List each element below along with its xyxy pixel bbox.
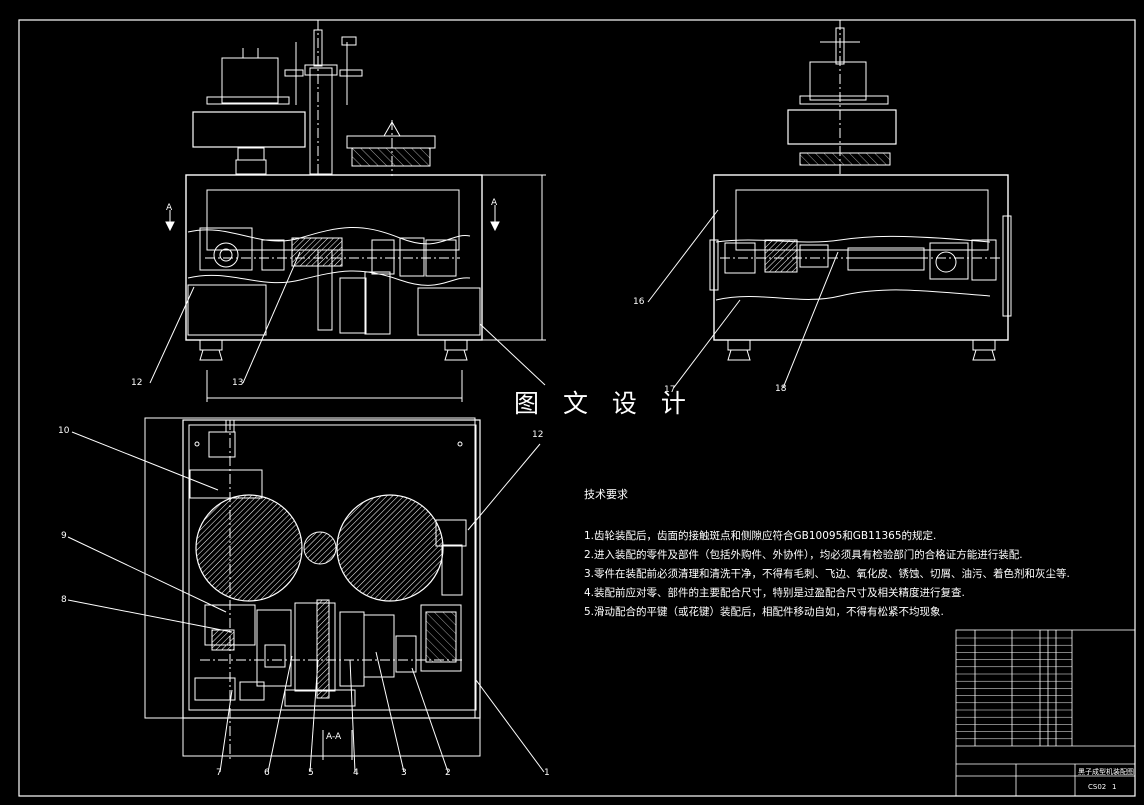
requirement-item: 1.齿轮装配后，齿面的接触斑点和侧隙应符合GB10095和GB11365的规定.: [584, 530, 937, 542]
section-label-plan: A-A: [326, 732, 342, 742]
callout-5: 5: [308, 768, 314, 778]
callout-2: 2: [445, 768, 451, 778]
callout-8: 8: [61, 595, 67, 605]
callout-17: 17: [664, 385, 676, 395]
callout-12-front: 12: [131, 378, 143, 388]
title-block: [955, 629, 1136, 797]
section-label-a-left: A: [166, 203, 173, 213]
callout-16: 16: [633, 297, 645, 307]
sheet-number: 1: [1112, 783, 1117, 791]
callout-13: 13: [232, 378, 244, 388]
callout-10: 10: [58, 426, 70, 436]
callout-9: 9: [61, 531, 67, 541]
requirement-item: 5.滑动配合的平键（或花键）装配后，相配件移动自如，不得有松紧不均现象.: [584, 606, 944, 618]
watermark: 图 文 设 计: [510, 388, 698, 420]
title-block-rows: [956, 637, 1072, 740]
requirement-item: 2.进入装配的零件及部件（包括外购件、外协件），均必须具有检验部门的合格证方能进…: [584, 549, 1023, 561]
section-label-a-right: A: [491, 198, 498, 208]
callout-4: 4: [353, 768, 359, 778]
drawing-number: CS02: [1088, 783, 1107, 791]
plan-view: [67, 417, 545, 773]
side-view: [647, 20, 1012, 391]
callout-7: 7: [216, 768, 222, 778]
drawing-name: 黑子成型机装配图: [1078, 768, 1134, 776]
callout-12-plan: 12: [532, 430, 544, 440]
callout-3: 3: [401, 768, 407, 778]
callout-1: 1: [544, 768, 550, 778]
drawing-border: [18, 19, 1136, 797]
front-view: [149, 20, 546, 402]
technical-requirements-list: 1.齿轮装配后，齿面的接触斑点和侧隙应符合GB10095和GB11365的规定.…: [584, 527, 1070, 622]
requirement-item: 3.零件在装配前必须清理和清洗干净，不得有毛刺、飞边、氧化皮、锈蚀、切屑、油污、…: [584, 568, 1070, 580]
callout-6: 6: [264, 768, 270, 778]
callout-18: 18: [775, 384, 787, 394]
technical-requirements-title: 技术要求: [584, 488, 628, 501]
requirement-item: 4.装配前应对零、部件的主要配合尺寸，特别是过盈配合尺寸及相关精度进行复查.: [584, 587, 965, 599]
